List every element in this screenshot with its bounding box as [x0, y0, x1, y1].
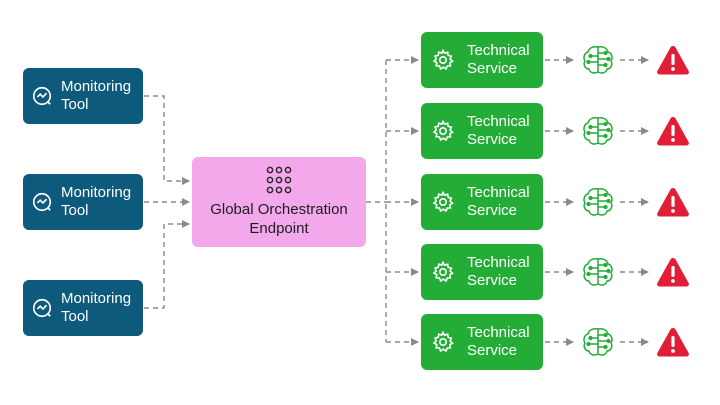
monitoring-tool-node: Monitoring Tool: [23, 174, 143, 230]
gauge-icon: [32, 298, 52, 318]
brain-circuit-icon: [583, 46, 613, 74]
warning-triangle-icon: [657, 258, 689, 287]
monitoring-tool-node: Monitoring Tool: [23, 280, 143, 336]
technical-service-node: Technical Service: [421, 314, 543, 370]
warning-triangle-icon: [657, 328, 689, 357]
gear-icon: [432, 190, 454, 213]
gear-icon: [432, 48, 454, 71]
technical-service-node: Technical Service: [421, 103, 543, 159]
gauge-icon: [32, 86, 52, 106]
connector-monitor-1: [144, 95, 190, 185]
technical-service-node: Technical Service: [421, 174, 543, 230]
warning-triangle-icon: [657, 188, 689, 217]
technical-service-label: Technical Service: [467, 113, 530, 148]
brain-circuit-icon: [583, 258, 613, 286]
warning-triangle-icon: [657, 117, 689, 146]
gear-icon: [432, 260, 454, 283]
global-orchestration-endpoint-node: Global Orchestration Endpoint: [192, 157, 366, 247]
grid-dots-icon: [266, 166, 292, 194]
brain-circuit-icon: [583, 117, 613, 145]
monitoring-tool-node: Monitoring Tool: [23, 68, 143, 124]
monitoring-tool-label: Monitoring Tool: [61, 78, 132, 113]
gear-icon: [432, 119, 454, 142]
technical-service-label: Technical Service: [467, 324, 530, 359]
technical-service-node: Technical Service: [421, 244, 543, 300]
connector-bus: [366, 60, 387, 342]
gear-icon: [432, 330, 454, 353]
monitoring-tool-label: Monitoring Tool: [61, 290, 132, 325]
connector-monitor-3: [144, 220, 190, 309]
brain-circuit-icon: [583, 188, 613, 216]
brain-circuit-icon: [583, 328, 613, 356]
orchestrator-label: Global Orchestration Endpoint: [210, 201, 348, 237]
technical-service-label: Technical Service: [467, 42, 530, 77]
monitoring-tool-label: Monitoring Tool: [61, 184, 132, 219]
gauge-icon: [32, 192, 52, 212]
technical-service-node: Technical Service: [421, 32, 543, 88]
warning-triangle-icon: [657, 46, 689, 75]
technical-service-label: Technical Service: [467, 184, 530, 219]
technical-service-label: Technical Service: [467, 254, 530, 289]
